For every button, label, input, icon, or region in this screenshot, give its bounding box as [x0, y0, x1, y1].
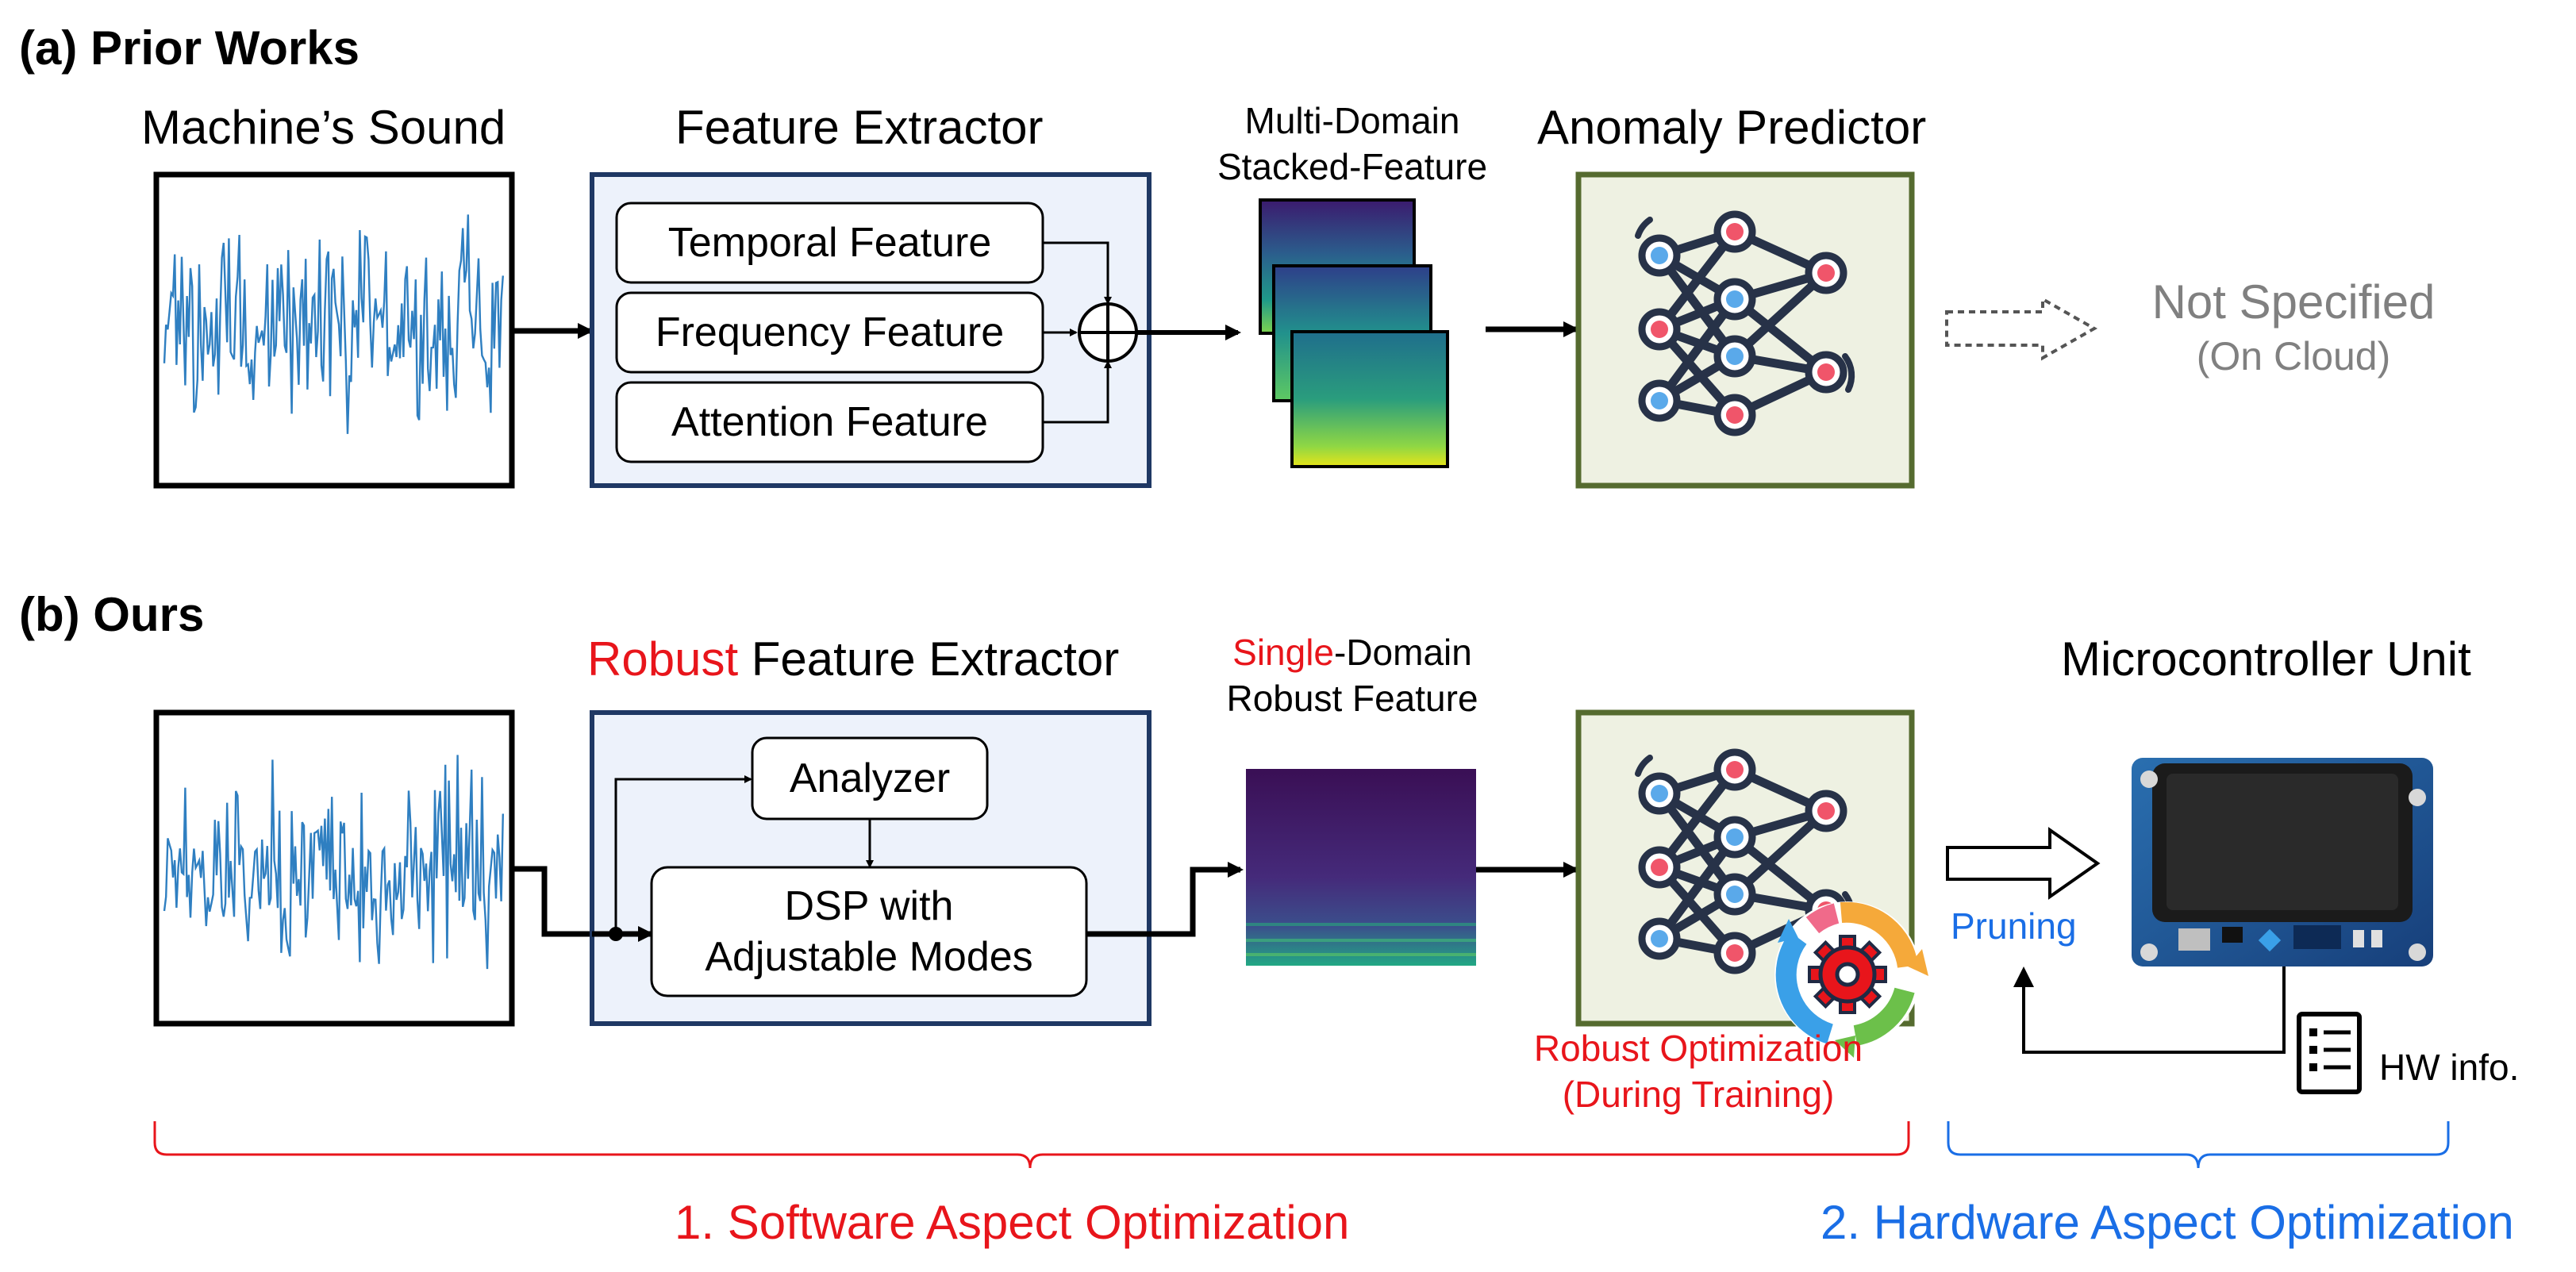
single-spectrogram: [1246, 769, 1476, 966]
single-rest: -Domain: [1334, 632, 1472, 673]
nn-node-core: [1726, 944, 1744, 962]
software-brace: [153, 1121, 1910, 1169]
neural-network-icon: [1635, 210, 1855, 436]
robust-extractor-label: Robust Feature Extractor: [587, 632, 1119, 686]
nn-node-core: [1726, 223, 1744, 240]
single-feature-label: Single-Domain Robust Feature: [1194, 629, 1511, 721]
section-title-b: (b) Ours: [19, 588, 205, 641]
dsp-line1: DSP with: [784, 883, 954, 929]
mcu-board-icon: [2132, 758, 2433, 966]
stacked-feature-line1: Multi-Domain: [1244, 100, 1460, 141]
nn-node-core: [1651, 247, 1668, 264]
nn-node-core: [1651, 785, 1668, 802]
pruning-label: Pruning: [1951, 905, 2077, 947]
temporal-connector: [1043, 241, 1112, 305]
hw-info-label: HW info.: [2379, 1047, 2520, 1088]
nn-node-core: [1651, 392, 1668, 409]
nn-node-core: [1651, 859, 1668, 876]
hw-feedback-arrow: [2013, 966, 2286, 1054]
hardware-opt-label: 2. Hardware Aspect Optimization: [1821, 1196, 2514, 1249]
checklist-icon: [2297, 1012, 2362, 1094]
nn-node-core: [1651, 930, 1668, 947]
output-label-line2: (On Cloud): [2196, 334, 2391, 379]
mcu-label: Microcontroller Unit: [2061, 632, 2471, 686]
dotted-arrow-icon: [1945, 296, 2098, 361]
output-label-line1: Not Specified: [2151, 275, 2436, 329]
robust-opt-line2: (During Training): [1562, 1074, 1835, 1115]
analyzer-label: Analyzer: [789, 755, 951, 801]
signal-path-b: [512, 866, 592, 937]
dsp-label: DSP with Adjustable Modes: [652, 867, 1086, 996]
nn-node-core: [1651, 321, 1668, 338]
nn-signal-arc: [1842, 353, 1855, 393]
nn-edge: [1655, 832, 1740, 943]
sum-icon: [1078, 302, 1138, 363]
arrow-to-analyzer: [614, 775, 752, 934]
nn-node-core: [1726, 348, 1744, 365]
single-word: Single: [1232, 632, 1335, 673]
waveform-a: [163, 214, 504, 434]
single-feature-line2: Robust Feature: [1226, 678, 1478, 719]
arrow-to-single-feature: [1086, 862, 1244, 937]
extractor-rest: Feature Extractor: [738, 632, 1120, 686]
robust-word: Robust: [587, 632, 739, 686]
temporal-feature-label: Temporal Feature: [667, 220, 992, 266]
nn-signal-arc: [1635, 217, 1653, 239]
nn-node-core: [1726, 886, 1744, 903]
nn-edge: [1655, 294, 1740, 405]
stacked-spectrograms: [1259, 198, 1449, 468]
dsp-line2: Adjustable Modes: [705, 934, 1033, 980]
software-opt-label: 1. Software Aspect Optimization: [675, 1196, 1350, 1249]
frequency-feature-label: Frequency Feature: [655, 309, 1005, 355]
robust-opt-line1: Robust Optimization: [1533, 1028, 1863, 1069]
single-feature-line1: Single-Domain: [1194, 629, 1511, 675]
pruning-arrow: [1946, 827, 2101, 900]
hardware-brace: [1947, 1121, 2450, 1169]
neural-network-icon: [1635, 748, 1855, 974]
nn-node-core: [1817, 264, 1835, 282]
nn-node-core: [1817, 802, 1835, 820]
nn-node-core: [1726, 828, 1744, 846]
attention-feature-label: Attention Feature: [671, 399, 988, 445]
section-title-a: (a) Prior Works: [19, 21, 359, 75]
gear-cycle-icon: [1774, 901, 1928, 1058]
nn-signal-arc: [1635, 755, 1653, 777]
attention-connector: [1043, 360, 1112, 424]
nn-node-core: [1726, 406, 1744, 424]
nn-node-core: [1726, 290, 1744, 308]
predictor-label: Anomaly Predictor: [1537, 101, 1927, 154]
extractor-label: Feature Extractor: [675, 101, 1044, 154]
sound-label-a: Machine’s Sound: [141, 101, 506, 154]
nn-node-core: [1817, 363, 1835, 381]
nn-node-core: [1726, 761, 1744, 778]
stacked-feature-line2: Stacked-Feature: [1217, 146, 1488, 187]
stacked-feature-label: Multi-Domain Stacked-Feature: [1194, 98, 1511, 190]
waveform-b: [163, 755, 504, 970]
